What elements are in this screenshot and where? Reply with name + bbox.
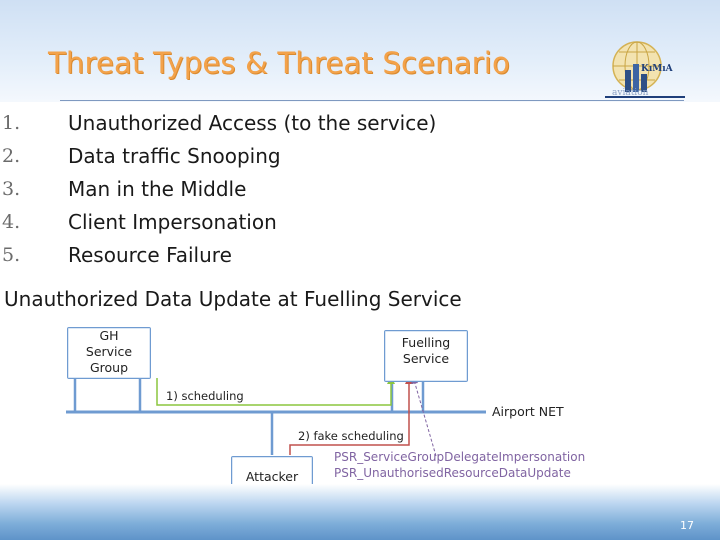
slide-title: Threat Types & Threat Scenario — [48, 46, 510, 80]
gh-line-2: Service — [85, 344, 133, 359]
fake-scheduling-arrow — [289, 382, 410, 455]
psr-impersonation-label: PSR_ServiceGroupDelegateImpersonation — [334, 450, 586, 464]
psr-pointer-line — [413, 379, 437, 457]
scheduling-arrow — [156, 378, 392, 406]
list-number: 3. — [2, 178, 21, 200]
globe-logo-icon — [605, 41, 685, 98]
fuel-line-2: Service — [402, 351, 450, 366]
list-number: 4. — [2, 211, 21, 233]
list-number: 5. — [2, 244, 21, 266]
slide-header — [0, 0, 720, 102]
fuelling-service-box: Fuelling Service — [384, 330, 468, 382]
gh-line-1: GH — [99, 328, 119, 343]
scenario-subtitle: Unauthorized Data Update at Fuelling Ser… — [4, 287, 462, 311]
airport-net-label: Airport NET — [492, 404, 564, 419]
scheduling-label: 1) scheduling — [166, 389, 244, 403]
list-number: 2. — [2, 145, 21, 167]
fuel-line-1: Fuelling — [401, 335, 451, 350]
list-text: Man in the Middle — [68, 177, 247, 201]
logo-subtext: aviation — [612, 88, 649, 98]
list-text: Client Impersonation — [68, 210, 277, 234]
list-text: Resource Failure — [68, 243, 232, 267]
list-number: 1. — [2, 112, 21, 134]
psr-data-update-label: PSR_UnauthorisedResourceDataUpdate — [334, 466, 571, 480]
fake-scheduling-label: 2) fake scheduling — [298, 429, 404, 443]
page-number: 17 — [680, 519, 694, 532]
gh-line-3: Group — [89, 360, 129, 375]
list-text: Unauthorized Access (to the service) — [68, 111, 437, 135]
logo-text: KıMıA — [641, 64, 673, 74]
gh-service-group-box: GH Service Group — [67, 327, 151, 379]
slide-footer — [0, 484, 720, 540]
list-text: Data traffic Snooping — [68, 144, 281, 168]
header-divider — [60, 100, 684, 101]
